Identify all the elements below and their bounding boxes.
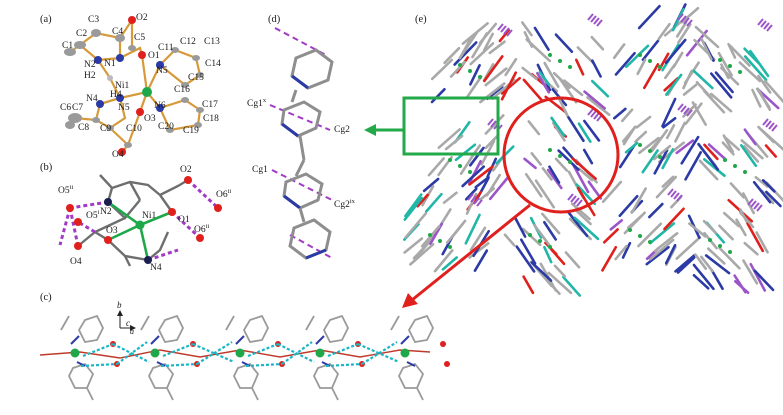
panel-d-centroid-lines [269,27,333,259]
packing-cluster [523,108,603,217]
panel-b-atom-labels: O2 O6ii O5ii N2 Ni1 O1 O5i O3 O6ii O4 N4 [58,165,231,273]
packing-cluster [430,22,522,104]
svg-text:Cg1x: Cg1x [247,97,267,109]
svg-text:C6: C6 [60,103,71,113]
panel-e: (e) [402,3,783,297]
svg-text:a: a [130,327,134,336]
svg-text:C1: C1 [62,41,73,51]
svg-text:b: b [117,300,122,310]
svg-text:C17: C17 [202,100,218,110]
svg-text:N6: N6 [154,101,166,111]
panel-b-label: (b) [40,162,53,173]
svg-text:C9: C9 [100,124,111,134]
packing-cluster [601,175,702,274]
chain-unit [390,314,450,401]
packing-cluster [612,3,708,96]
panel-d-centroid-labels: Cg1x Cg2 Cg1 Cg2ix [247,97,356,210]
svg-text:O6ii: O6ii [216,188,231,200]
svg-text:C16: C16 [174,85,190,95]
panel-a-label: (a) [40,14,52,25]
svg-text:N4: N4 [150,263,162,273]
highlight-circle [502,96,620,214]
svg-text:C3: C3 [88,15,99,25]
panel-b-atoms [66,176,222,264]
svg-text:C13: C13 [204,37,220,47]
svg-text:Ni1: Ni1 [115,81,130,91]
svg-text:C15: C15 [188,73,204,83]
svg-text:N1: N1 [104,59,116,69]
svg-text:C18: C18 [203,114,219,124]
svg-text:N4: N4 [86,94,98,104]
axes-indicator: b c a [117,300,136,336]
svg-text:O6ii: O6ii [194,223,209,235]
svg-text:Cg1: Cg1 [252,165,268,175]
svg-text:O5i: O5i [86,209,100,221]
packing-cluster [612,97,703,188]
svg-text:C12: C12 [180,37,196,47]
svg-text:C5: C5 [134,33,145,43]
svg-text:O2: O2 [180,165,192,175]
panel-d-label: (d) [268,14,281,25]
chain-unit [60,314,120,401]
svg-text:O4: O4 [112,150,124,160]
packing-cluster [697,118,783,223]
svg-text:N2: N2 [100,207,112,217]
svg-text:Cg2: Cg2 [334,125,350,135]
svg-text:O2: O2 [136,13,148,23]
packing-cluster [691,18,783,126]
panel-b: (b) [40,162,231,273]
svg-text:H2: H2 [84,71,96,81]
svg-text:C11: C11 [158,43,174,53]
svg-text:Cg2ix: Cg2ix [334,198,356,210]
svg-text:N5: N5 [118,103,130,113]
svg-text:O3: O3 [144,114,156,124]
svg-text:C4: C4 [112,27,123,37]
svg-text:c: c [126,318,130,328]
panel-e-label: (e) [415,14,427,25]
chain-unit [140,314,200,401]
packing-cluster [422,114,515,204]
panel-c-label: (c) [40,292,52,303]
panel-b-hbonds [58,178,220,262]
svg-text:C10: C10 [126,124,142,134]
panel-a: (a) [40,13,221,160]
chain-diagram [39,314,450,401]
packing-cluster [403,185,491,273]
svg-text:N2: N2 [84,60,96,70]
svg-text:O1: O1 [178,215,190,225]
svg-text:O1: O1 [148,51,160,61]
panel-a-atom-labels: C3 O2 C2 C4 C5 C1 O1 C11 C12 C13 N1 N2 H… [60,13,221,160]
svg-text:O5ii: O5ii [58,184,73,196]
packing-cluster [503,193,600,297]
svg-text:C14: C14 [205,59,221,69]
svg-text:C7: C7 [72,103,83,113]
chain-unit [225,314,285,401]
panel-b-ni-bonds [107,200,173,261]
svg-text:C19: C19 [183,126,199,136]
chain-unit [305,314,365,401]
panel-d: (d) [247,14,356,260]
svg-text:C20: C20 [158,122,174,132]
svg-text:O3: O3 [106,226,118,236]
green-arrow [364,124,404,136]
red-arrow [402,203,531,308]
svg-text:C2: C2 [76,29,87,39]
svg-text:Ni1: Ni1 [142,211,157,221]
panel-d-rings [280,48,334,260]
packing-cluster [521,13,611,119]
svg-text:C8: C8 [78,123,89,133]
packing-cluster [687,198,775,295]
packing-diagram [403,3,783,297]
svg-text:O4: O4 [70,257,82,267]
panel-a-atoms [64,16,204,156]
highlight-box [402,96,500,156]
svg-text:N5: N5 [156,66,168,76]
svg-text:H4: H4 [110,90,122,100]
panel-c: (c) b c a [39,292,450,401]
